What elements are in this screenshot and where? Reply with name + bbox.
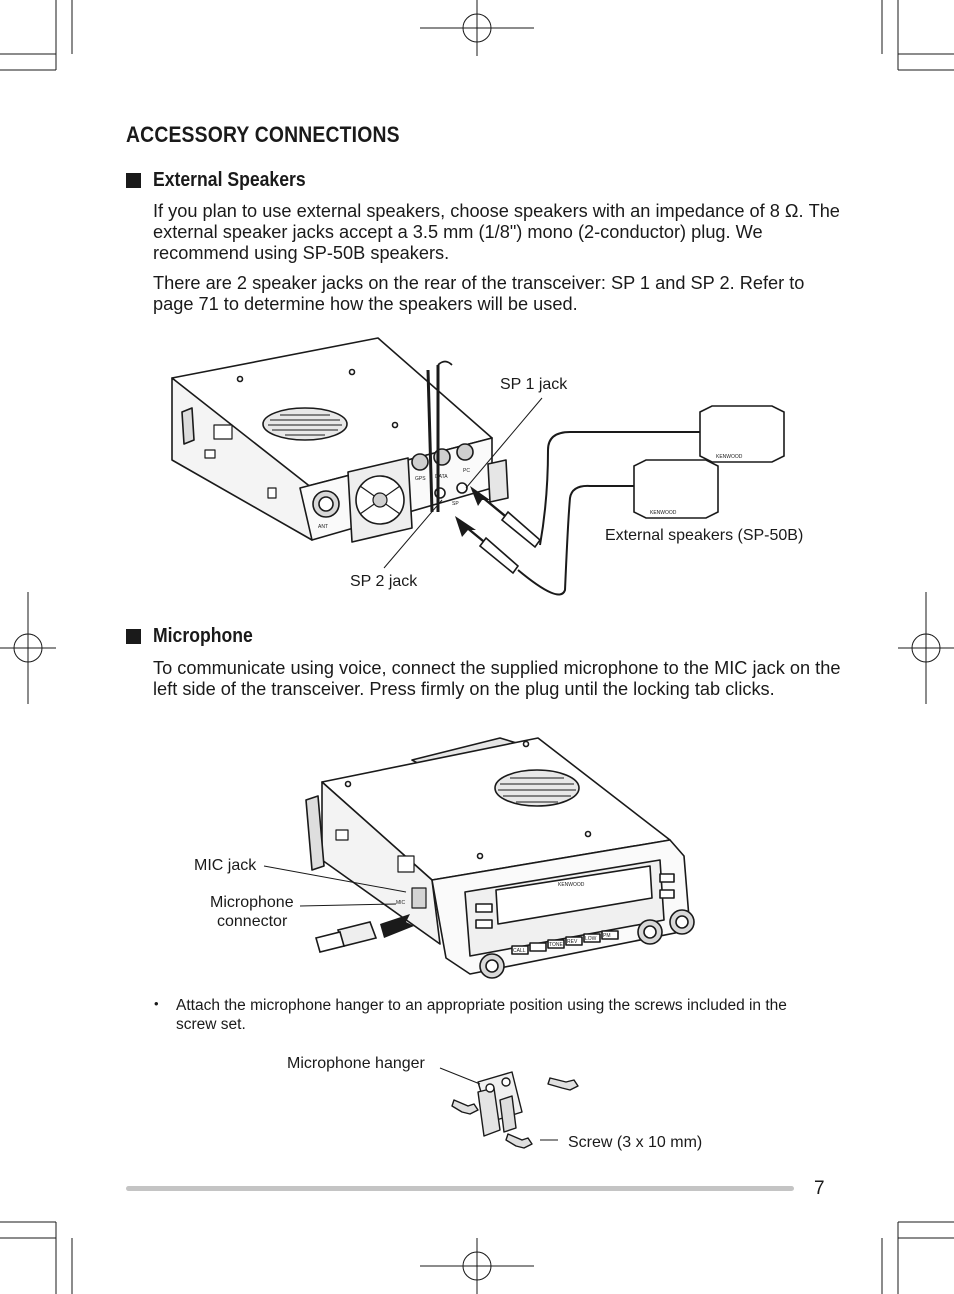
page-number: 7: [814, 1178, 825, 1199]
panel-label-ant: ANT: [318, 524, 328, 530]
panel-label-call: CALL: [513, 948, 526, 954]
section-heading-microphone: Microphone: [153, 625, 253, 647]
label-screw: Screw (3 x 10 mm): [568, 1134, 703, 1151]
panel-label-pm: PM: [603, 933, 611, 939]
panel-label-low: LOW: [585, 936, 597, 942]
section-bullet-square: [126, 629, 141, 644]
label-sp2-jack: SP 2 jack: [350, 573, 418, 590]
panel-label-pc: PC: [463, 468, 470, 474]
label-sp1-jack: SP 1 jack: [500, 376, 568, 393]
page-title: ACCESSORY CONNECTIONS: [126, 122, 400, 147]
registration-target-bottom: [420, 1238, 534, 1294]
paragraph-speaker-impedance: If you plan to use external speakers, ch…: [153, 201, 840, 263]
front-brand: KENWOOD: [558, 882, 585, 888]
label-mic-jack: MIC jack: [194, 857, 257, 874]
panel-label-sp: SP: [452, 501, 459, 507]
panel-label-rev: REV: [567, 939, 578, 945]
panel-label-tone: TONE: [549, 942, 563, 948]
speaker-brand-2: KENWOOD: [650, 510, 677, 516]
registration-target-top: [420, 0, 534, 56]
label-mic-connector-line1: Microphone: [210, 894, 294, 911]
paragraph-speaker-jacks: There are 2 speaker jacks on the rear of…: [153, 273, 805, 314]
panel-label-mic: MIC: [396, 900, 406, 906]
registration-target-left: [0, 592, 56, 704]
section-heading-external-speakers: External Speakers: [153, 169, 306, 191]
speaker-brand-1: KENWOOD: [716, 454, 743, 460]
panel-label-gps: GPS: [415, 476, 426, 482]
bullet-dot: •: [154, 996, 159, 1011]
paragraph-microphone-connect: To communicate using voice, connect the …: [153, 658, 841, 699]
footer-rule: [126, 1186, 794, 1191]
label-mic-connector-line2: connector: [217, 913, 288, 930]
bullet-hanger-instruction: Attach the microphone hanger to an appro…: [176, 997, 787, 1033]
panel-label-data: DATA: [435, 474, 448, 480]
registration-target-right: [898, 592, 954, 704]
label-microphone-hanger: Microphone hanger: [287, 1055, 425, 1072]
section-bullet-square: [126, 173, 141, 188]
label-external-speakers: External speakers (SP-50B): [605, 527, 804, 544]
